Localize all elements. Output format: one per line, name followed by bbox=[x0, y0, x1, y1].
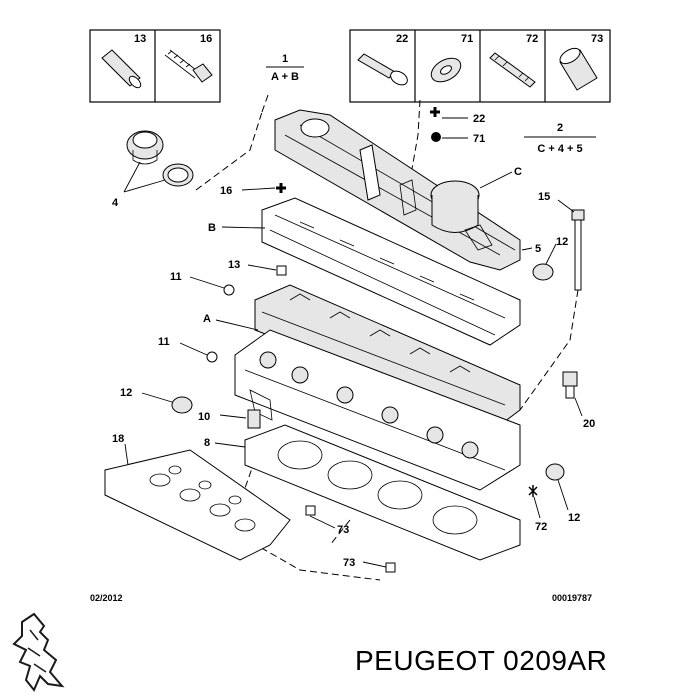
callout-20: 20 bbox=[583, 418, 595, 430]
head-gasket bbox=[244, 424, 521, 561]
square-marker-icon bbox=[276, 265, 287, 276]
legend-label-72: 72 bbox=[526, 33, 538, 45]
callout-c: C bbox=[514, 166, 522, 178]
callout-12-top: 12 bbox=[556, 236, 568, 248]
callout-72: 72 bbox=[535, 521, 547, 533]
plug-12b bbox=[171, 396, 193, 414]
cylinder-head-cover bbox=[274, 109, 521, 271]
screw-icon bbox=[357, 53, 408, 86]
callout-5: 5 bbox=[535, 243, 541, 255]
legend-label-73: 73 bbox=[591, 33, 603, 45]
circle-marker-icon bbox=[223, 284, 235, 296]
callout-8: 8 bbox=[204, 437, 210, 449]
washer-icon bbox=[430, 57, 462, 83]
callout-4: 4 bbox=[112, 197, 119, 209]
camshaft-carrier bbox=[254, 284, 521, 426]
asterisk-marker-icon bbox=[528, 485, 538, 497]
dot-marker-icon bbox=[431, 132, 441, 142]
square-marker-icon bbox=[305, 505, 316, 516]
callout-b: B bbox=[208, 222, 216, 234]
callout-labels: 22 71 C 4 16 B 15 5 12 13 11 A 11 12 20 … bbox=[112, 113, 595, 569]
legend-box-left: 13 16 bbox=[89, 29, 221, 103]
plus-marker-icon bbox=[430, 107, 440, 117]
legend-label-16: 16 bbox=[200, 33, 212, 45]
peugeot-lion-logo bbox=[12, 612, 65, 692]
cylinder-head bbox=[234, 329, 521, 491]
diagram-date: 02/2012 bbox=[90, 593, 123, 603]
kit-1-number: 1 bbox=[282, 53, 288, 65]
gasket-set bbox=[104, 449, 291, 561]
legend-box-right: 22 71 72 73 bbox=[349, 29, 611, 103]
callout-73-bottom: 73 bbox=[343, 557, 355, 569]
plug-12c bbox=[545, 463, 565, 481]
kit-2-number: 2 bbox=[557, 122, 563, 134]
leader-lines bbox=[123, 117, 583, 568]
callout-12-right: 12 bbox=[568, 512, 580, 524]
sleeve-icon bbox=[559, 47, 598, 91]
kit-2-formula: C + 4 + 5 bbox=[537, 143, 582, 155]
callout-10: 10 bbox=[198, 411, 210, 423]
callout-71: 71 bbox=[473, 133, 485, 145]
callout-73-mid: 73 bbox=[337, 524, 349, 536]
stud-icon bbox=[489, 52, 536, 88]
oil-filler-cap bbox=[126, 130, 194, 187]
callout-16: 16 bbox=[220, 185, 232, 197]
circle-marker-icon bbox=[206, 351, 218, 363]
callout-a: A bbox=[203, 313, 211, 325]
plus-marker-icon bbox=[276, 183, 286, 193]
sensor-20 bbox=[562, 371, 578, 399]
callout-18: 18 bbox=[112, 433, 124, 445]
cover-gasket bbox=[261, 197, 521, 346]
kit-1-label: 1 A + B bbox=[266, 53, 304, 83]
head-bolt-15 bbox=[571, 209, 585, 291]
kit-1-formula: A + B bbox=[271, 71, 299, 83]
bolt-icon bbox=[164, 49, 213, 83]
plug-12a bbox=[532, 263, 554, 281]
legend-label-22: 22 bbox=[396, 33, 408, 45]
callout-11-top: 11 bbox=[170, 271, 182, 283]
callout-22: 22 bbox=[473, 113, 485, 125]
callout-11-mid: 11 bbox=[158, 336, 170, 348]
dowel-pin-icon bbox=[101, 49, 142, 89]
brand-part-number: PEUGEOT 0209AR bbox=[355, 645, 608, 676]
diagram-reference: 00019787 bbox=[552, 593, 592, 603]
square-marker-icon bbox=[385, 562, 396, 573]
legend-label-71: 71 bbox=[461, 33, 473, 45]
callout-12-left: 12 bbox=[120, 387, 132, 399]
callout-13: 13 bbox=[228, 259, 240, 271]
kit-2-label: 2 C + 4 + 5 bbox=[524, 122, 596, 155]
legend-label-13: 13 bbox=[134, 33, 146, 45]
callout-15: 15 bbox=[538, 191, 550, 203]
sleeve-10 bbox=[247, 409, 261, 429]
